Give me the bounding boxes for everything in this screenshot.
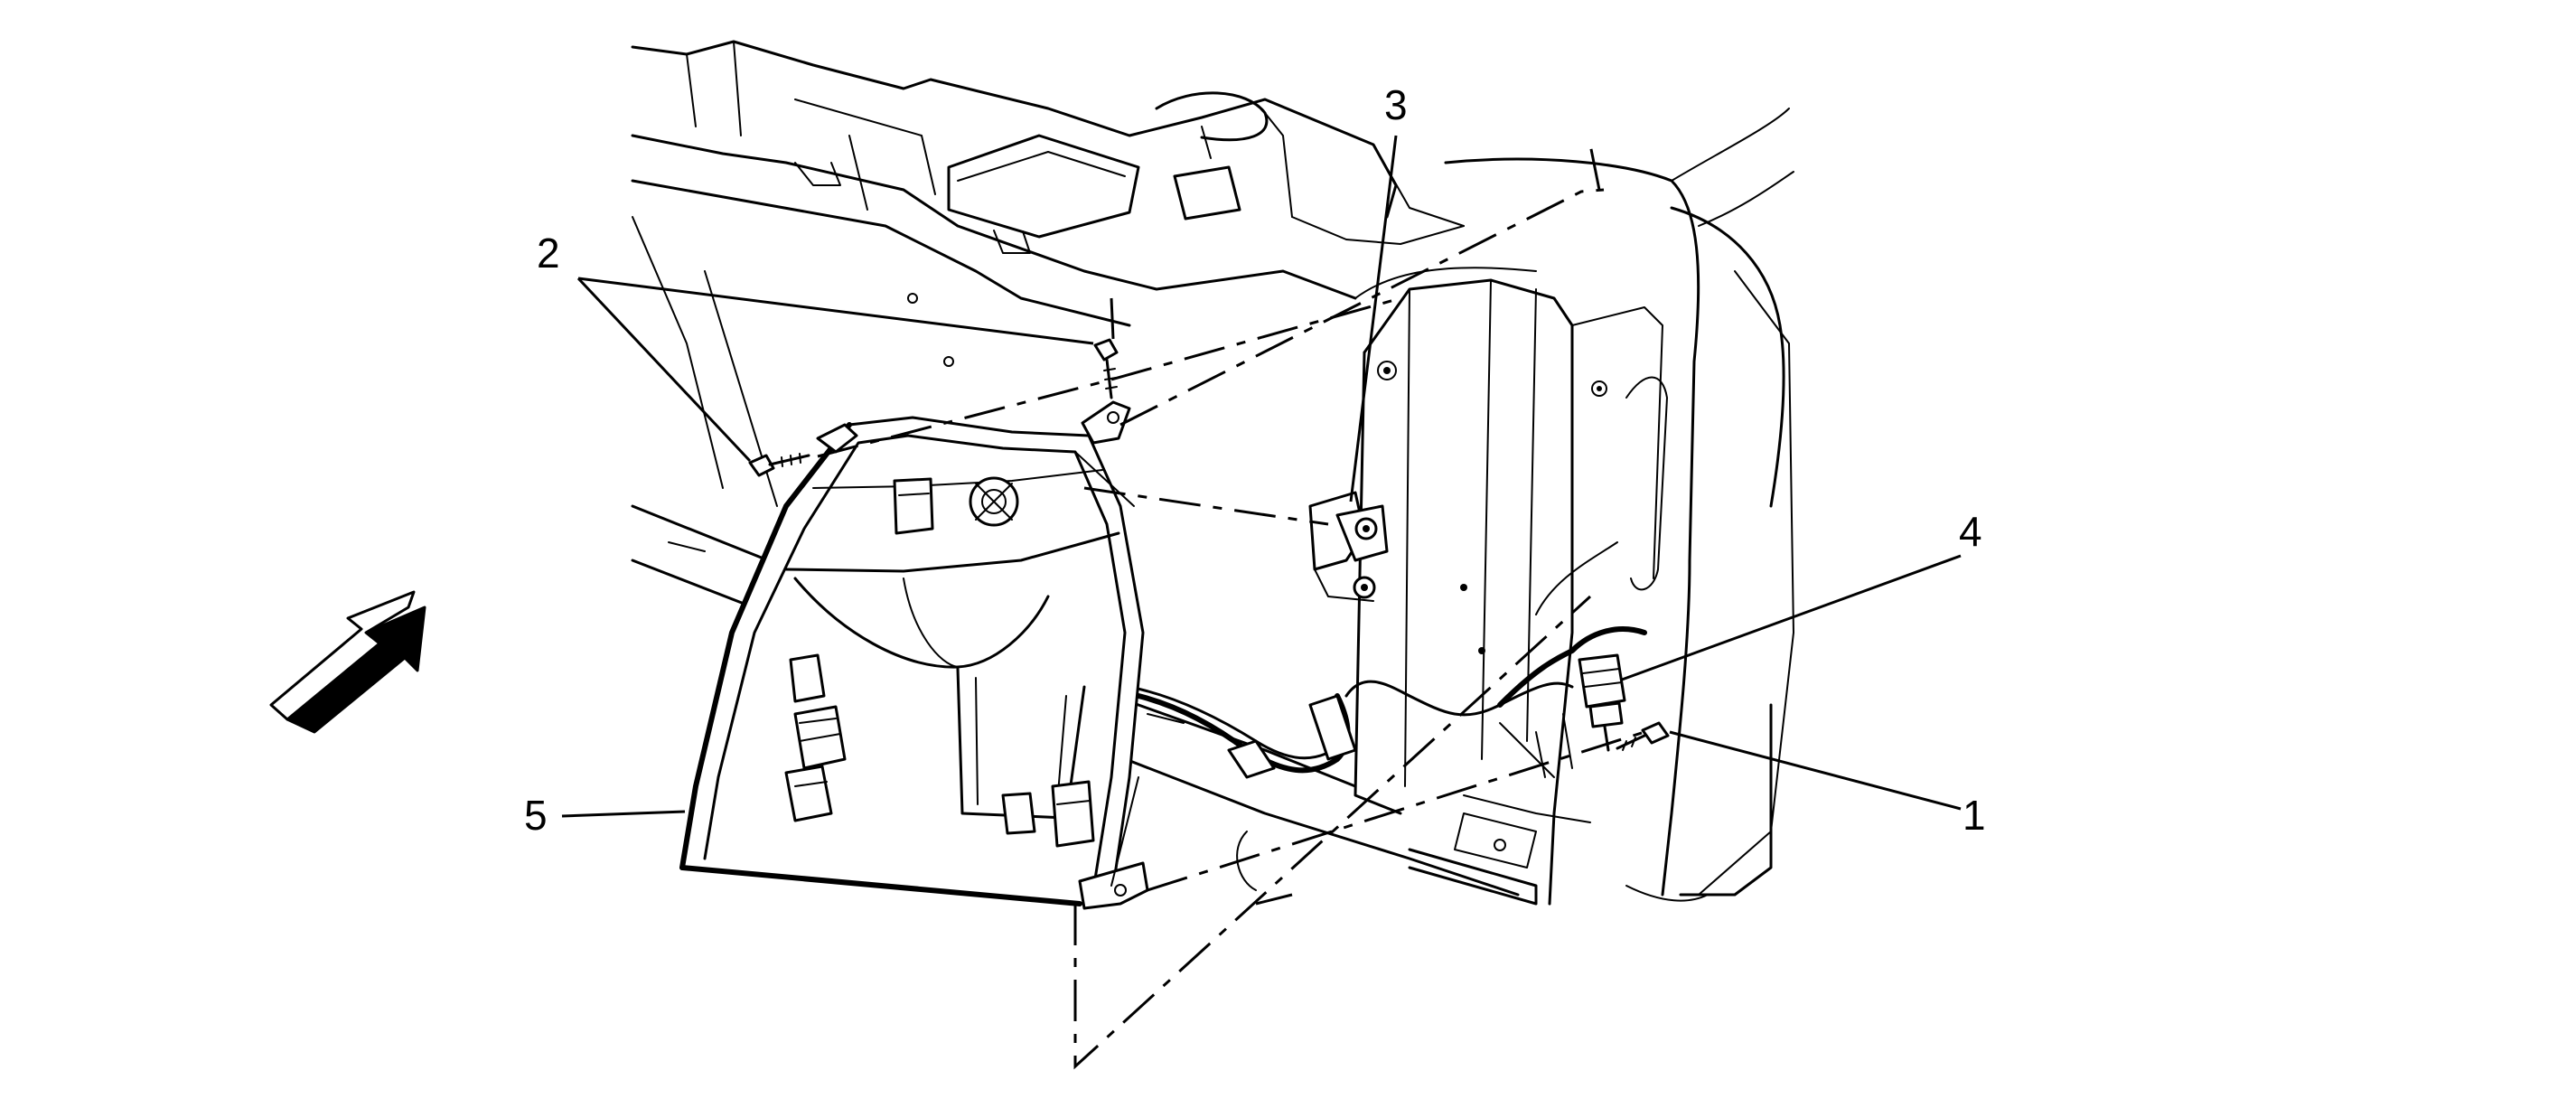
radiator-support-upper-panel (631, 40, 1537, 507)
radiator-support-side-panel (1354, 108, 1794, 906)
callout-label-2: 2 (537, 230, 560, 277)
wiring-harness (1128, 541, 1647, 779)
callout-label-1: 1 (1962, 792, 1986, 839)
installation-lines (817, 144, 1645, 1070)
front-of-vehicle-arrow-icon (269, 590, 426, 734)
lower-bolt (1616, 721, 1670, 751)
callout-label-4: 4 (1959, 508, 1982, 555)
callout-label-5: 5 (524, 792, 548, 839)
callout-leaders (561, 135, 1962, 818)
headlamp-assembly (679, 400, 1149, 910)
callout-label-3: 3 (1384, 81, 1408, 128)
mounting-bracket (1308, 491, 1389, 602)
electrical-connector (1578, 653, 1626, 752)
upper-bolts (748, 338, 1119, 477)
